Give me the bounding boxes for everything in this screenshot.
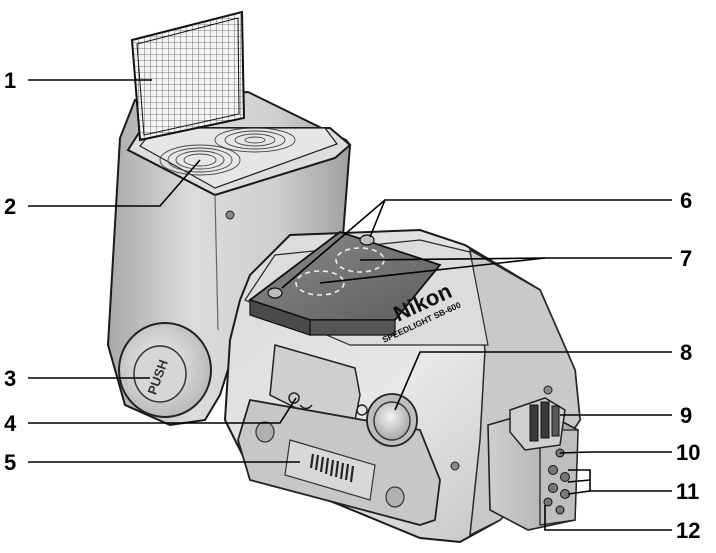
leader-12 bbox=[544, 505, 672, 531]
sensor-grille bbox=[309, 453, 355, 483]
body-screw-lower bbox=[450, 461, 460, 471]
lock-lever-grip-3 bbox=[551, 405, 560, 437]
pivot-hub: PUSH bbox=[118, 322, 212, 418]
mounting-foot bbox=[487, 397, 579, 531]
lock-lever-grip-1 bbox=[529, 404, 539, 442]
slot-hole-left bbox=[255, 421, 275, 443]
callout-2: 2 bbox=[4, 194, 16, 219]
callout-4: 4 bbox=[4, 411, 17, 436]
head-screw bbox=[225, 210, 235, 220]
callout-12: 12 bbox=[676, 518, 700, 543]
wide-flash-panel-frame bbox=[136, 17, 240, 136]
ready-light-right bbox=[359, 234, 375, 246]
leader-7a bbox=[359, 257, 546, 261]
callout-5: 5 bbox=[4, 450, 16, 475]
callout-11: 11 bbox=[676, 479, 699, 504]
mode-icon bbox=[288, 392, 313, 410]
slot-hole-right bbox=[385, 486, 405, 508]
sensor-panel-side bbox=[309, 319, 396, 336]
callout-1: 1 bbox=[4, 68, 16, 93]
wide-flash-panel bbox=[130, 10, 246, 142]
body-screw-right bbox=[543, 385, 553, 395]
wireless-icon bbox=[356, 404, 368, 416]
leader-11c bbox=[567, 490, 591, 495]
contact-pin-5 bbox=[543, 497, 553, 507]
leader-6b bbox=[281, 199, 386, 289]
callout-8: 8 bbox=[680, 340, 692, 365]
callout-labels: 1 2 3 4 5 6 7 8 9 10 11 12 bbox=[4, 68, 700, 543]
leader-lines bbox=[28, 79, 672, 531]
contact-pin-3 bbox=[548, 483, 558, 493]
test-button bbox=[373, 401, 411, 441]
callout-6: 6 bbox=[680, 188, 692, 213]
front-panel bbox=[237, 344, 441, 526]
leader-2 bbox=[28, 159, 201, 207]
leader-7b bbox=[319, 257, 546, 284]
callout-10: 10 bbox=[676, 440, 700, 465]
leader-10 bbox=[559, 451, 672, 454]
lock-lever-grip-2 bbox=[540, 401, 550, 439]
flash-head-edge bbox=[214, 194, 219, 331]
callout-3: 3 bbox=[4, 366, 16, 391]
contact-pin-6 bbox=[555, 505, 565, 515]
af-assist-window-left bbox=[295, 270, 345, 296]
pivot-inner-disc bbox=[133, 345, 187, 403]
callout-9: 9 bbox=[680, 403, 692, 428]
sensor-grille-frame bbox=[284, 439, 376, 501]
contact-pin-1 bbox=[548, 465, 558, 475]
sensor-panel bbox=[248, 230, 442, 336]
callout-7: 7 bbox=[680, 246, 692, 271]
wide-flash-adapter bbox=[130, 10, 246, 142]
contact-pin-2 bbox=[560, 472, 570, 482]
leader-8 bbox=[394, 351, 672, 411]
ready-light-left bbox=[267, 287, 283, 299]
fresnel-rings bbox=[159, 127, 296, 176]
leader-11b bbox=[567, 479, 591, 483]
leader-4 bbox=[28, 397, 297, 424]
